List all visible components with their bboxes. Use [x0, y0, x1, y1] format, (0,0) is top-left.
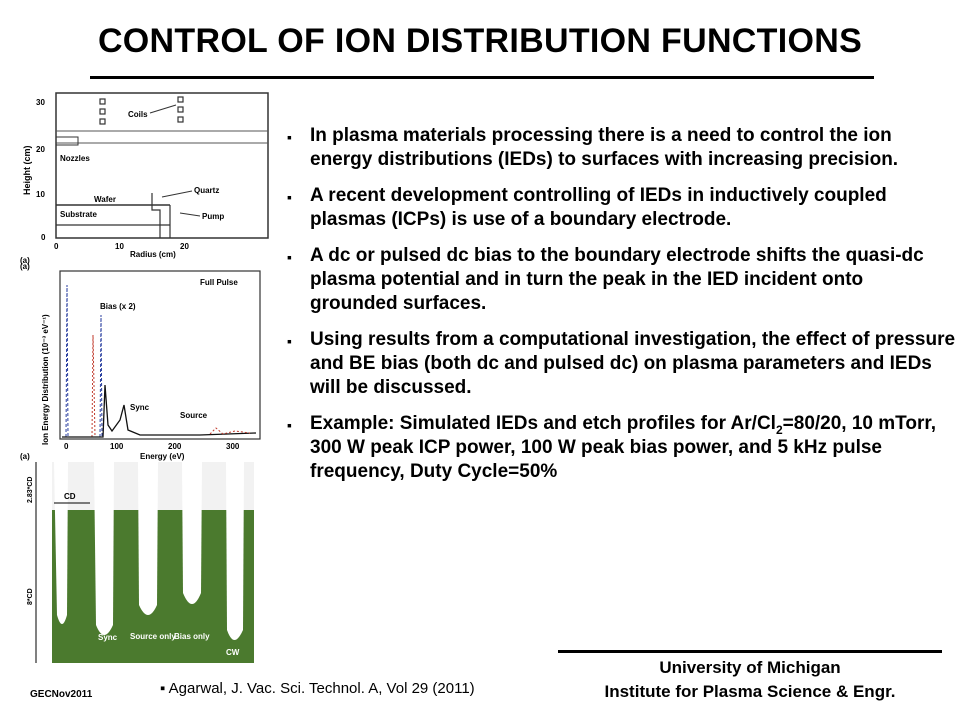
- subscript: 2: [775, 422, 783, 437]
- institution-block: University of Michigan Institute for Pla…: [540, 656, 960, 704]
- bias-label: Bias (x 2): [100, 302, 136, 311]
- slide-title: CONTROL OF ION DISTRIBUTION FUNCTIONS: [97, 22, 863, 60]
- reactor-xtick-20: 20: [180, 242, 189, 251]
- bullet-glyph: ▪: [287, 129, 292, 145]
- institute-name: Institute for Plasma Science & Engr.: [604, 682, 896, 701]
- reactor-xlabel: Radius (cm): [130, 250, 176, 259]
- pump-label: Pump: [202, 212, 224, 221]
- reactor-xtick-10: 10: [115, 242, 124, 251]
- bullet-text: A recent development controlling of IEDs…: [310, 185, 887, 230]
- footer-rule: [558, 650, 942, 653]
- nozzles-label: Nozzles: [60, 154, 90, 163]
- coils-label: Coils: [128, 110, 148, 119]
- bullet-text-part1: Example: Simulated IEDs and etch profile…: [310, 413, 776, 434]
- title-underline: [90, 76, 874, 79]
- ied-panel-label: (a): [20, 262, 30, 271]
- bullet-text: Using results from a computational inves…: [310, 329, 956, 398]
- citation: ▪ Agarwal, J. Vac. Sci. Technol. A, Vol …: [160, 680, 475, 697]
- reactor-panel-label: (a): [20, 256, 30, 265]
- ied-ylabel: Ion Energy Distribution (10⁻³ eV⁻¹): [41, 314, 50, 445]
- reactor-ytick-0: 0: [41, 233, 46, 242]
- sync-label: Sync: [130, 403, 150, 412]
- bullet-item: ▪ In plasma materials processing there is…: [286, 124, 956, 172]
- bullet-glyph: ▪: [287, 249, 292, 265]
- reactor-ytick-30: 30: [36, 98, 45, 107]
- bullet-glyph: ▪: [287, 333, 292, 349]
- dim-cd-label: CD: [64, 492, 76, 501]
- full-pulse-label: Full Pulse: [200, 278, 238, 287]
- dim-top-label: 2.83*CD: [27, 477, 34, 503]
- university-name: University of Michigan: [659, 658, 841, 677]
- bullet-item: ▪ Example: Simulated IEDs and etch profil…: [286, 412, 956, 484]
- etch-label-source: Source only: [130, 632, 176, 641]
- etch-label-bias: Bias only: [174, 632, 210, 641]
- citation-glyph: ▪: [160, 680, 166, 697]
- bullet-item: ▪ Using results from a computational inve…: [286, 328, 956, 400]
- etch-profiles: 2.83*CD 8*CD CD Sync Source only Bias on…: [27, 462, 254, 663]
- reactor-schematic: Height (cm) 30 20 10 0 Coils Nozzles Waf…: [20, 85, 270, 265]
- ied-xtick-200: 200: [168, 442, 182, 451]
- conference-tag: GECNov2011: [30, 689, 93, 700]
- reactor-ytick-10: 10: [36, 190, 45, 199]
- quartz-label: Quartz: [194, 186, 219, 195]
- bullet-item: ▪ A recent development controlling of IED…: [286, 184, 956, 232]
- reactor-xtick-0: 0: [54, 242, 59, 251]
- reactor-ytick-20: 20: [36, 145, 45, 154]
- citation-text: Agarwal, J. Vac. Sci. Technol. A, Vol 29…: [168, 680, 475, 697]
- ied-xtick-300: 300: [226, 442, 240, 451]
- bullet-item: ▪ A dc or pulsed dc bias to the boundary …: [286, 244, 956, 316]
- etch-label-sync: Sync: [98, 633, 118, 642]
- etch-panel-label: (a): [20, 452, 30, 461]
- ied-xtick-100: 100: [110, 442, 124, 451]
- bullet-text: A dc or pulsed dc bias to the boundary e…: [310, 245, 924, 314]
- coil-markers: [99, 96, 184, 125]
- etch-label-cw: CW: [226, 648, 240, 657]
- ied-plot: Ion Energy Distribution (10⁻³ eV⁻¹) Full…: [20, 262, 261, 461]
- substrate-label: Substrate: [60, 210, 97, 219]
- bullet-glyph: ▪: [287, 417, 292, 433]
- reactor-ylabel: Height (cm): [22, 145, 32, 195]
- figure-panel: Height (cm) 30 20 10 0 Coils Nozzles Waf…: [20, 85, 270, 665]
- dim-side-label: 8*CD: [27, 588, 34, 605]
- source-label: Source: [180, 411, 208, 420]
- bullet-list: ▪ In plasma materials processing there is…: [286, 124, 956, 496]
- wafer-label: Wafer: [94, 195, 116, 204]
- bullet-glyph: ▪: [287, 189, 292, 205]
- bullet-text: In plasma materials processing there is …: [310, 125, 899, 170]
- ied-xtick-0: 0: [64, 442, 69, 451]
- ied-xlabel: Energy (eV): [140, 452, 185, 461]
- bullet-text-part2: =80/20, 10 mTorr, 300 W peak ICP power, …: [310, 413, 936, 482]
